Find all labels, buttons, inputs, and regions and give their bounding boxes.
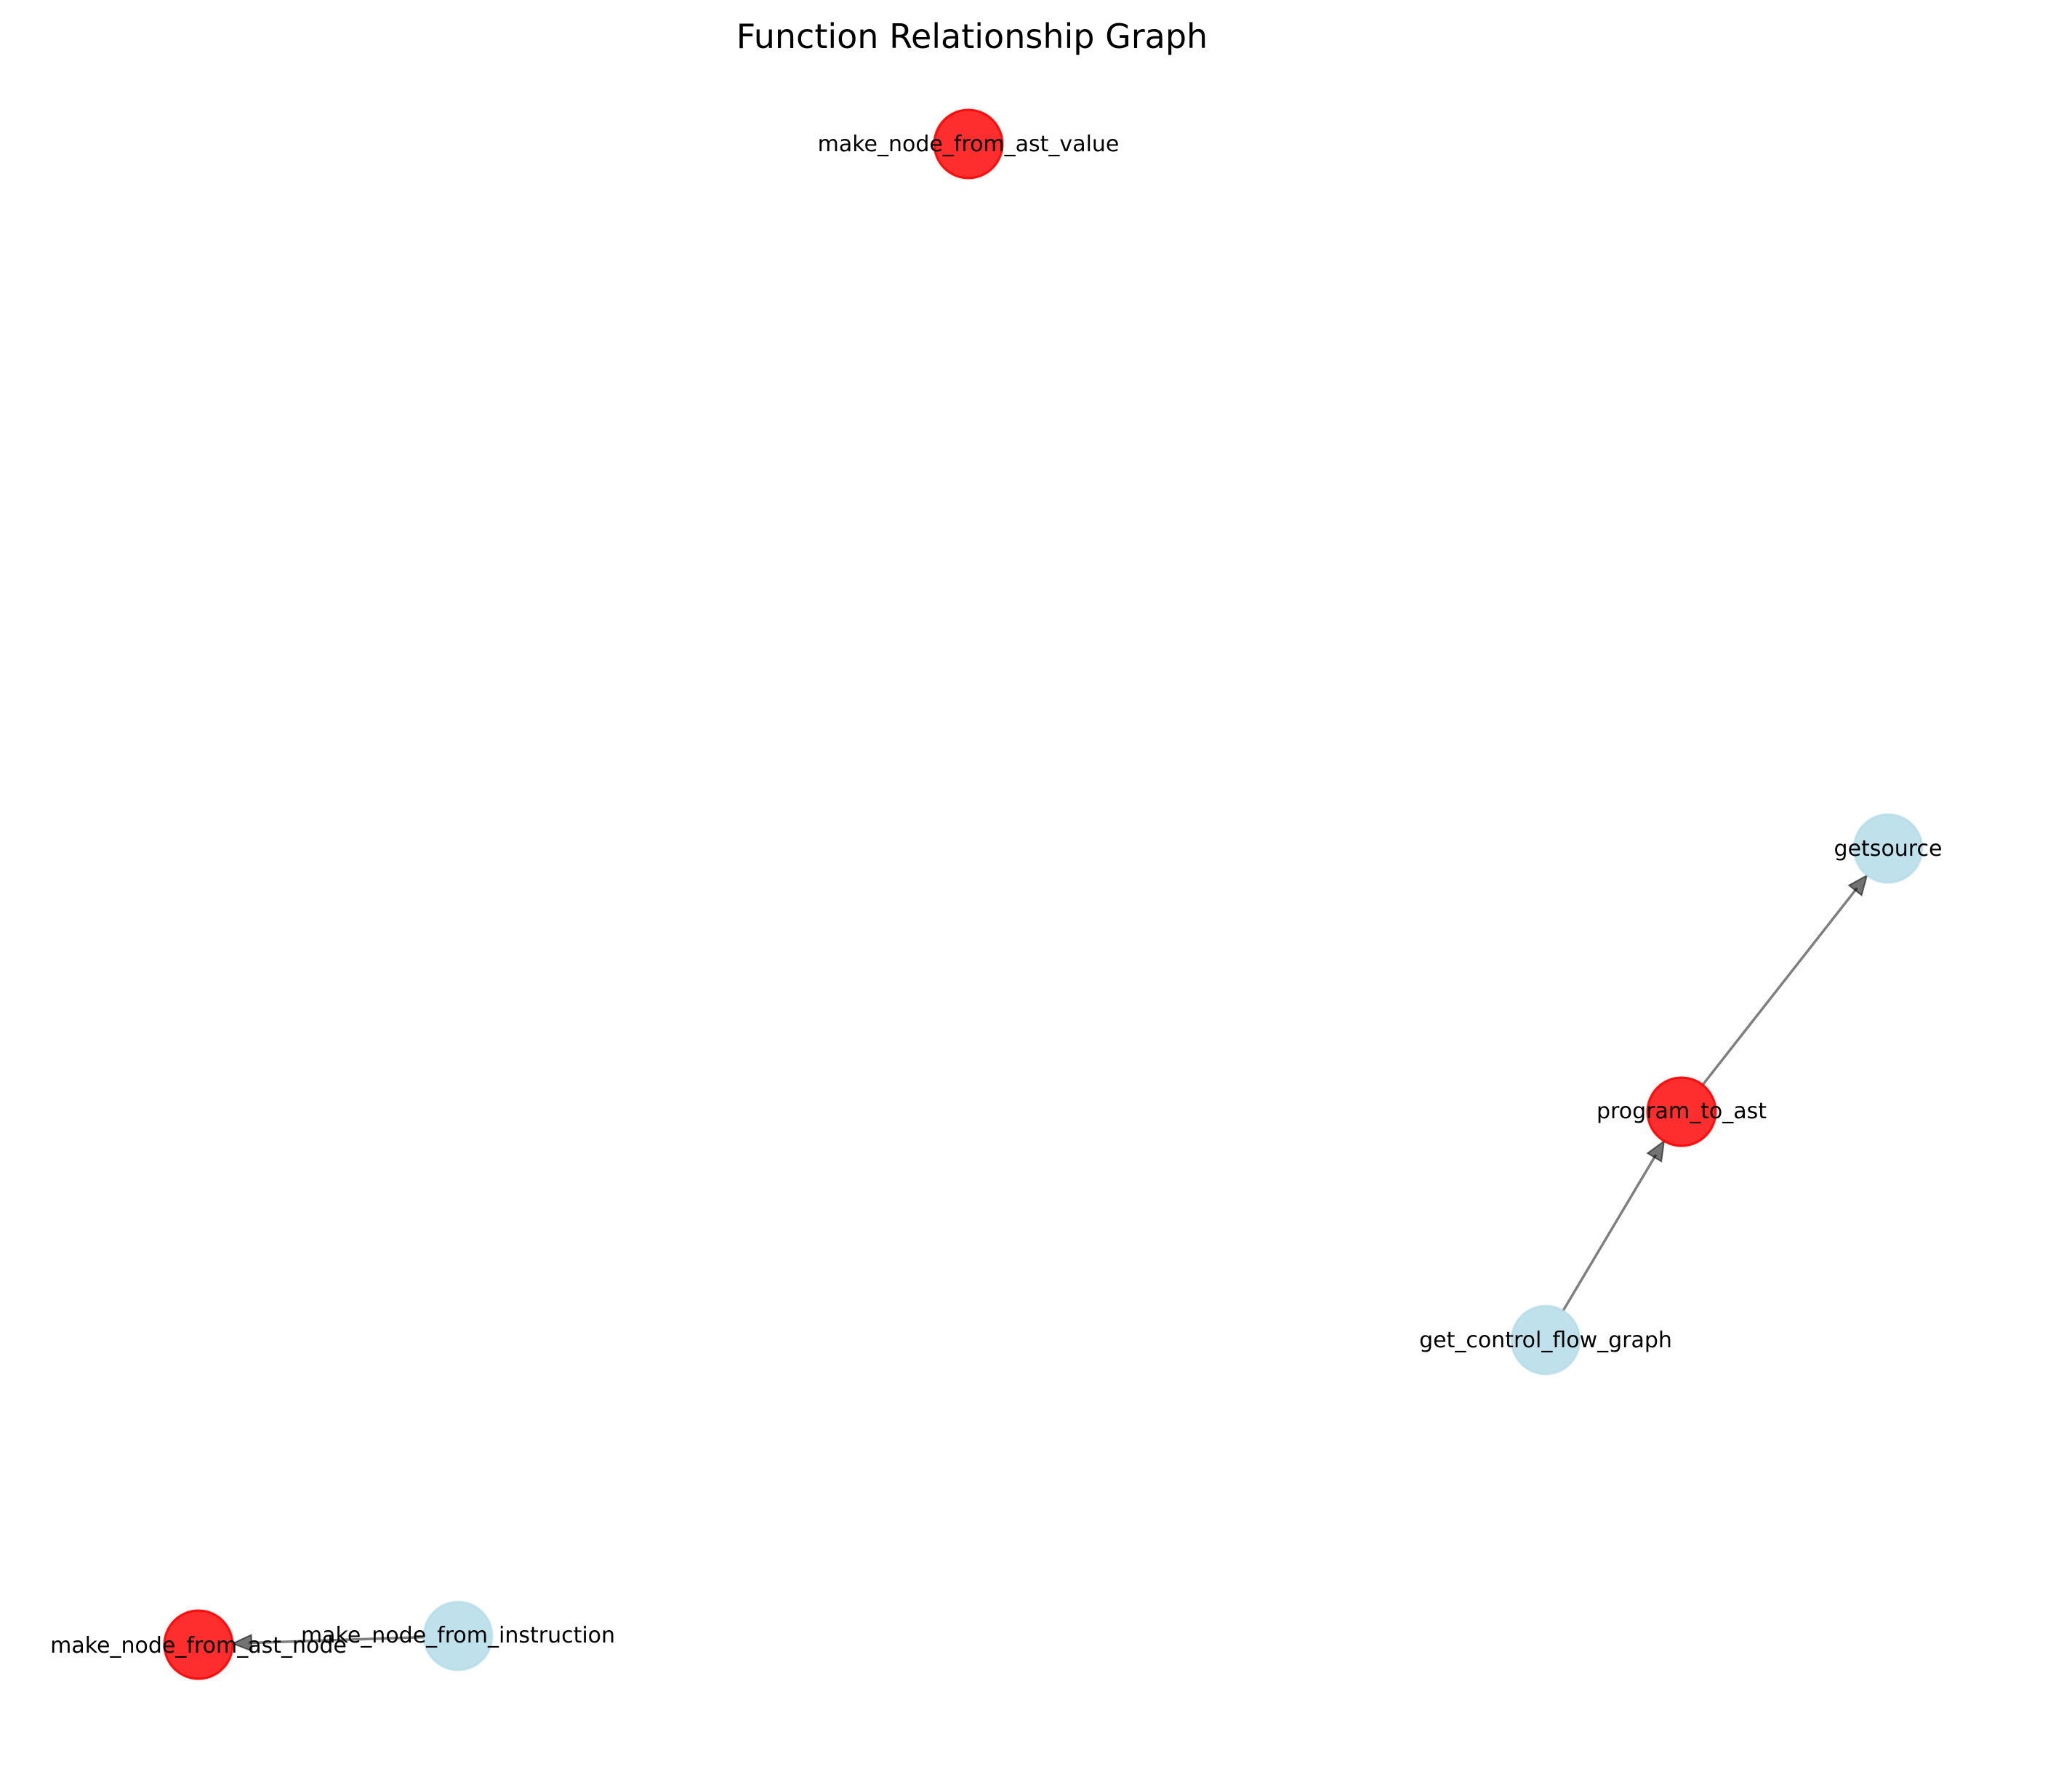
node-label-getsource: getsource	[1834, 836, 1943, 862]
node-make_node_from_instruction	[422, 1600, 494, 1672]
edge-arrowhead	[230, 1634, 253, 1653]
node-label-make_node_from_ast_value: make_node_from_ast_value	[818, 132, 1120, 157]
labels-layer: make_node_from_ast_value getsource program…	[50, 132, 1942, 1658]
node-label-program_to_ast: program_to_ast	[1597, 1099, 1767, 1124]
node-program_to_ast	[1646, 1076, 1717, 1147]
edge-make_node_from_instruction-to-make_node_from_ast_node	[230, 1634, 425, 1653]
node-label-get_control_flow_graph: get_control_flow_graph	[1419, 1328, 1672, 1353]
edge-get_control_flow_graph-to-program_to_ast	[1562, 1139, 1666, 1312]
edge-arrowhead	[1646, 1139, 1666, 1163]
graph-title: Function Relationship Graph	[736, 17, 1208, 56]
edge-program_to_ast-to-getsource	[1701, 873, 1868, 1086]
nodes-layer	[163, 108, 1924, 1680]
edge-line	[1562, 1154, 1658, 1312]
node-label-make_node_from_ast_node: make_node_from_ast_node	[50, 1633, 347, 1658]
node-getsource	[1852, 813, 1924, 884]
edge-line	[248, 1635, 425, 1645]
node-make_node_from_ast_value	[933, 108, 1004, 180]
node-label-make_node_from_instruction: make_node_from_instruction	[301, 1623, 615, 1648]
edge-arrowhead	[1847, 873, 1868, 896]
edges-layer	[230, 873, 1868, 1653]
node-make_node_from_ast_node	[163, 1609, 234, 1680]
edge-line	[1701, 887, 1858, 1086]
node-get_control_flow_graph	[1510, 1304, 1581, 1376]
